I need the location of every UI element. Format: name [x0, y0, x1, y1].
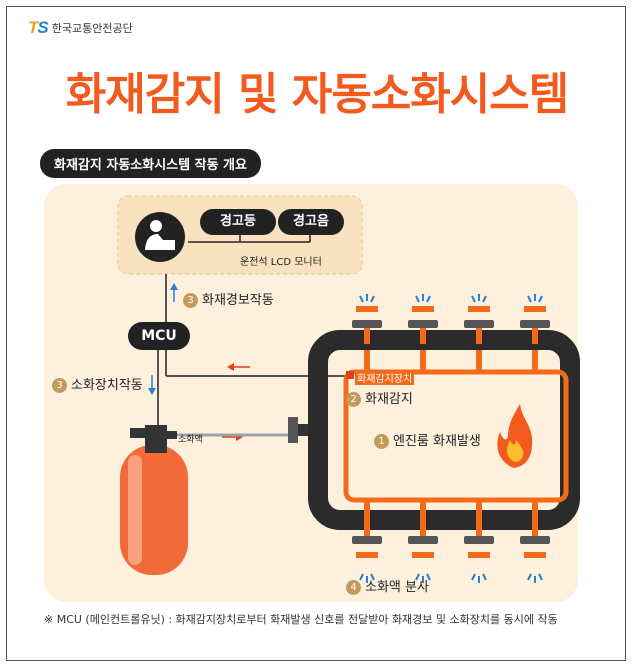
- page-title: 화재감지 및 자동소화시스템: [65, 69, 569, 120]
- agent-label: 소화액: [178, 435, 203, 445]
- extinguisher-icon: [120, 425, 188, 575]
- signal-arrow-left: [227, 363, 250, 371]
- step-3-badge: 3: [183, 293, 198, 308]
- spray-top: [359, 294, 543, 303]
- alarm-arrow-up: [170, 283, 178, 302]
- footnote: ※ MCU (메인컨트롤유닛) : 화재감지장치로부터 화재발생 신호를 전달받…: [44, 613, 558, 626]
- image-frame: [6, 6, 626, 661]
- fire-sensor: [346, 371, 354, 379]
- step-4-badge: 4: [346, 580, 361, 595]
- nozzles-bottom: [352, 536, 550, 558]
- section-subtitle: 화재감지 자동소화시스템 작동 개요: [40, 149, 261, 178]
- alarm-sound-indicator: 경고음: [278, 209, 344, 235]
- flame-icon: [497, 404, 533, 468]
- logo: TS 한국교통안전공단: [28, 18, 133, 38]
- mcu-unit: MCU: [128, 322, 190, 350]
- org-name: 한국교통안전공단: [51, 22, 133, 35]
- alarm-light-indicator: 경고등: [200, 209, 276, 235]
- step-3-badge: 3: [52, 378, 67, 393]
- sensor-label: 화재감지장치: [355, 370, 415, 385]
- lcd-monitor-caption: 운전석 LCD 모니터: [240, 257, 322, 268]
- ts-logo-mark: TS: [28, 18, 49, 37]
- spray-bottom: [359, 573, 543, 583]
- driver-icon: [135, 212, 185, 262]
- pipe-loop: [308, 330, 580, 530]
- extinguisher-arrow-down: [148, 375, 156, 395]
- nozzles-top: [352, 306, 550, 328]
- step-1-badge: 1: [374, 434, 389, 449]
- step-2-badge: 2: [346, 392, 361, 407]
